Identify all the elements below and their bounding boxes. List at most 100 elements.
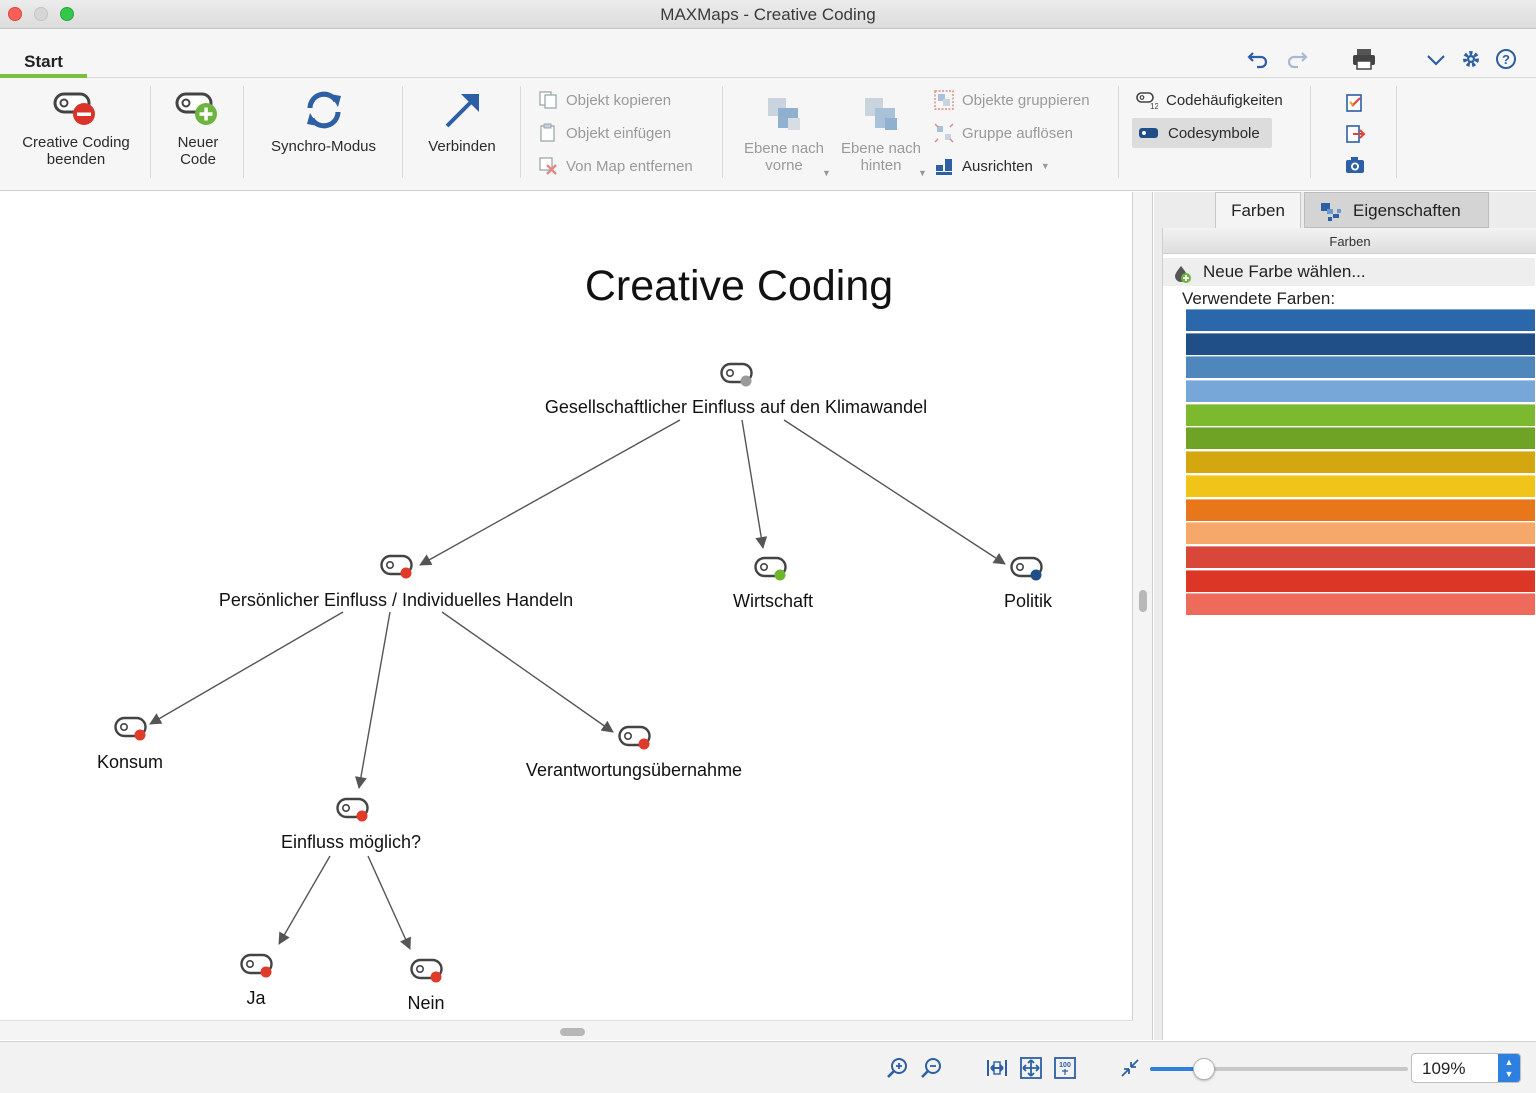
zoom-in-icon[interactable] [886, 1056, 910, 1080]
align-button[interactable]: Ausrichten ▼ [934, 154, 1050, 178]
code-node-label[interactable]: Gesellschaftlicher Einfluss auf den Klim… [544, 397, 928, 417]
send-backward-button[interactable]: Ebene nach hinten [835, 94, 927, 174]
code-node-label[interactable]: Wirtschaft [732, 591, 814, 611]
code-node-icon[interactable] [1010, 556, 1046, 582]
export-icon[interactable] [1344, 123, 1366, 145]
color-swatch[interactable] [1186, 522, 1535, 545]
ribbon-separator [520, 86, 521, 178]
edit-document-icon[interactable] [1344, 92, 1366, 114]
new-code-button[interactable]: Neuer Code [158, 88, 238, 168]
zoom-out-icon[interactable] [920, 1056, 944, 1080]
camera-icon[interactable] [1344, 154, 1366, 176]
gear-icon[interactable] [1458, 47, 1484, 71]
paste-object-button[interactable]: Objekt einfügen [538, 121, 671, 145]
choose-new-color-label: Neue Farbe wählen... [1203, 262, 1366, 281]
color-swatch[interactable] [1186, 403, 1535, 426]
svg-text:100: 100 [1059, 1062, 1071, 1069]
code-remove-icon [53, 92, 95, 125]
color-swatch[interactable] [1186, 474, 1535, 497]
connection-arrow[interactable] [278, 855, 331, 945]
zoom-slider-track[interactable] [1150, 1067, 1408, 1071]
code-node-icon[interactable] [410, 958, 446, 984]
chevron-down-icon[interactable] [1423, 47, 1449, 71]
colors-pane-header: Farben [1163, 228, 1536, 254]
redo-icon[interactable] [1283, 47, 1309, 71]
code-node-label[interactable]: Verantwortungsübernahme [525, 760, 743, 780]
color-swatch[interactable] [1186, 498, 1535, 521]
actual-size-icon[interactable]: 100 [1053, 1056, 1077, 1080]
zoom-slider-handle[interactable] [1193, 1058, 1216, 1080]
code-node-icon[interactable] [336, 797, 372, 823]
group-objects-label: Objekte gruppieren [962, 91, 1090, 109]
code-frequencies-label: Codehäufigkeiten [1166, 91, 1283, 109]
code-node-icon[interactable] [114, 716, 150, 742]
end-creative-coding-button[interactable]: Creative Coding beenden [10, 88, 142, 168]
color-swatch[interactable] [1186, 356, 1535, 379]
code-node-label[interactable]: Einfluss möglich? [280, 832, 422, 852]
choose-new-color-button[interactable]: Neue Farbe wählen... [1163, 258, 1535, 286]
code-symbol-icon [1139, 128, 1158, 138]
color-swatch[interactable] [1186, 593, 1535, 616]
close-window-button[interactable] [8, 7, 22, 21]
zoom-stepper[interactable]: ▲▼ [1498, 1054, 1520, 1082]
code-node-label[interactable]: Konsum [96, 752, 164, 772]
color-swatch[interactable] [1186, 545, 1535, 568]
remove-from-map-button[interactable]: Von Map entfernen [538, 154, 693, 178]
fit-page-icon[interactable] [1019, 1056, 1043, 1080]
map-canvas[interactable]: Creative Coding Gesellschaftlicher Einfl… [0, 192, 1133, 1020]
connection-arrow[interactable] [149, 611, 344, 725]
code-symbols-toggle[interactable]: Codesymbole [1132, 118, 1272, 148]
connection-arrow[interactable] [741, 419, 768, 549]
tab-start[interactable]: Start [0, 48, 87, 78]
horizontal-scrollbar[interactable] [0, 1020, 1133, 1040]
color-swatch[interactable] [1186, 451, 1535, 474]
code-node-icon[interactable] [380, 554, 416, 580]
vertical-scrollbar[interactable] [1133, 192, 1153, 1040]
vertical-scrollbar-thumb[interactable] [1139, 590, 1147, 612]
collapse-arrows-icon[interactable] [1118, 1056, 1142, 1080]
connection-arrow[interactable] [354, 611, 391, 789]
bring-forward-button[interactable]: Ebene nach vorne [738, 94, 830, 174]
undo-icon[interactable] [1246, 47, 1272, 71]
code-node-label[interactable]: Ja [246, 988, 266, 1008]
send-backward-dropdown-icon[interactable]: ▼ [918, 168, 927, 178]
synchro-mode-button[interactable]: Synchro-Modus [256, 88, 391, 155]
code-node-label[interactable]: Persönlicher Einfluss / Individuelles Ha… [218, 590, 574, 610]
printer-icon[interactable] [1351, 47, 1377, 71]
code-node-icon[interactable] [618, 725, 654, 751]
minimize-window-button[interactable] [34, 7, 48, 21]
fit-width-icon[interactable] [985, 1056, 1009, 1080]
tab-properties[interactable]: Eigenschaften [1304, 192, 1489, 228]
align-dropdown-icon[interactable]: ▼ [1040, 161, 1050, 171]
align-icon [936, 159, 952, 175]
color-swatch[interactable] [1186, 427, 1535, 450]
color-swatch[interactable] [1186, 332, 1535, 355]
code-node-icon[interactable] [720, 362, 756, 388]
color-swatch[interactable] [1186, 309, 1535, 331]
horizontal-scrollbar-thumb[interactable] [560, 1028, 585, 1036]
copy-object-button[interactable]: Objekt kopieren [538, 88, 671, 112]
group-objects-button[interactable]: Objekte gruppieren [934, 88, 1090, 112]
code-node-icon[interactable] [240, 953, 276, 979]
connection-arrow[interactable] [367, 855, 411, 950]
code-node-label[interactable]: Nein [407, 993, 445, 1013]
code-node-label[interactable]: Politik [1003, 591, 1053, 611]
connection-arrow[interactable] [783, 419, 1006, 565]
zoom-level-field[interactable]: 109% ▲▼ [1411, 1053, 1521, 1083]
paste-object-label: Objekt einfügen [566, 124, 672, 142]
color-swatch[interactable] [1186, 569, 1535, 592]
connection-arrow[interactable] [419, 419, 681, 566]
remove-from-map-label: Von Map entfernen [566, 157, 693, 175]
connection-arrow[interactable] [441, 611, 614, 733]
code-node-icon[interactable] [754, 556, 790, 582]
tab-colors[interactable]: Farben [1215, 192, 1301, 228]
bring-forward-dropdown-icon[interactable]: ▼ [822, 168, 831, 178]
group-icon [934, 90, 954, 110]
help-icon[interactable]: ? [1493, 47, 1519, 71]
zoom-window-button[interactable] [60, 7, 74, 21]
status-bar: 100 109% ▲▼ [0, 1041, 1536, 1093]
connect-button[interactable]: Verbinden [416, 88, 508, 155]
ungroup-button[interactable]: Gruppe auflösen [934, 121, 1073, 145]
color-swatch[interactable] [1186, 380, 1535, 403]
code-frequencies-button[interactable]: 123 Codehäufigkeiten [1136, 88, 1283, 112]
